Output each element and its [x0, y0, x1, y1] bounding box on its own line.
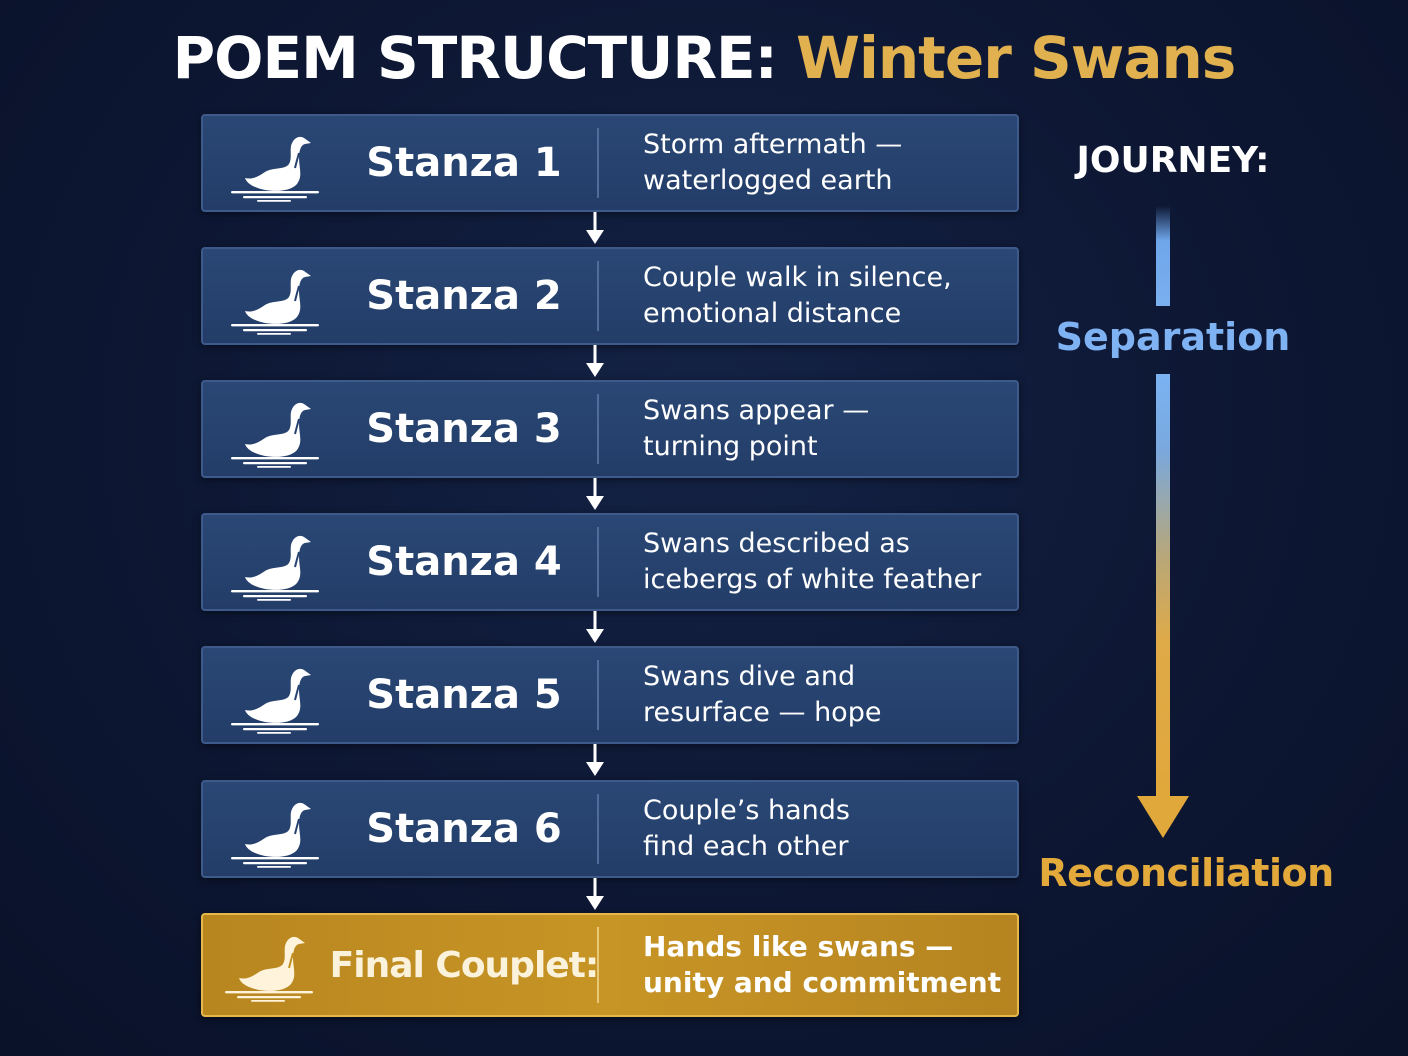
arrow-down-icon — [584, 611, 606, 645]
final-couplet-box: Final Couplet: Hands like swans — unity … — [201, 913, 1019, 1017]
swan-icon — [229, 529, 321, 601]
description-line: Swans described as — [643, 528, 910, 559]
description-line: Storm aftermath — — [643, 129, 903, 160]
description-line: resurface — hope — [643, 697, 882, 728]
divider — [597, 927, 599, 1003]
stanza-label: Stanza 4 — [366, 539, 562, 585]
description-line: unity and commitment — [643, 966, 1002, 999]
stanza-label: Stanza 2 — [366, 273, 562, 319]
journey-arrow-icon — [1137, 206, 1189, 838]
description-line: icebergs of white feather — [643, 564, 982, 595]
stanza-box-4: Stanza 4 Swans described as icebergs of … — [201, 513, 1019, 611]
stanza-description: Couple walk in silence, emotional distan… — [643, 249, 1013, 343]
divider — [597, 394, 599, 464]
arrow-down-icon — [584, 878, 606, 912]
stanza-label: Stanza 5 — [366, 672, 562, 718]
divider — [597, 128, 599, 198]
journey-label: JOURNEY: — [1076, 140, 1270, 181]
stanza-description: Storm aftermath — waterlogged earth — [643, 116, 1013, 210]
final-couplet-label: Final Couplet: — [329, 944, 600, 986]
stanza-description: Couple’s hands find each other — [643, 782, 1013, 876]
swan-icon — [229, 263, 321, 335]
description-line: Hands like swans — — [643, 930, 954, 963]
stanza-description: Swans appear — turning point — [643, 382, 1013, 476]
stanza-description: Swans described as icebergs of white fea… — [643, 515, 1013, 609]
stanza-label: Stanza 3 — [366, 406, 562, 452]
stanza-box-5: Stanza 5 Swans dive and resurface — hope — [201, 646, 1019, 744]
arrow-down-icon — [584, 212, 606, 246]
description-line: turning point — [643, 431, 818, 462]
description-line: Couple walk in silence, — [643, 262, 952, 293]
title-accent: Winter Swans — [796, 24, 1236, 92]
stanza-label: Stanza 6 — [366, 806, 562, 852]
stanza-box-2: Stanza 2 Couple walk in silence, emotion… — [201, 247, 1019, 345]
journey-end-label: Reconciliation — [1038, 851, 1334, 895]
swan-icon — [229, 662, 321, 734]
stanza-box-6: Stanza 6 Couple’s hands find each other — [201, 780, 1019, 878]
swan-icon — [229, 796, 321, 868]
divider — [597, 261, 599, 331]
stanza-box-3: Stanza 3 Swans appear — turning point — [201, 380, 1019, 478]
divider — [597, 527, 599, 597]
swan-icon — [229, 130, 321, 202]
arrow-down-icon — [584, 478, 606, 512]
arrow-down-icon — [584, 744, 606, 778]
stanza-description: Swans dive and resurface — hope — [643, 648, 1013, 742]
stanza-box-1: Stanza 1 Storm aftermath — waterlogged e… — [201, 114, 1019, 212]
description-line: waterlogged earth — [643, 165, 893, 196]
title-main: POEM STRUCTURE: — [172, 24, 797, 92]
final-couplet-description: Hands like swans — unity and commitment — [643, 915, 1013, 1015]
description-line: Swans dive and — [643, 661, 856, 692]
description-line: Swans appear — — [643, 395, 870, 426]
swan-icon — [229, 396, 321, 468]
arrow-down-icon — [584, 345, 606, 379]
description-line: find each other — [643, 831, 849, 862]
description-line: Couple’s hands — [643, 795, 850, 826]
divider — [597, 660, 599, 730]
page-title: POEM STRUCTURE: Winter Swans — [0, 18, 1408, 98]
journey-start-label: Separation — [1055, 315, 1291, 359]
divider — [597, 794, 599, 864]
swan-icon — [223, 930, 315, 1002]
stanza-label: Stanza 1 — [366, 140, 562, 186]
description-line: emotional distance — [643, 298, 902, 329]
